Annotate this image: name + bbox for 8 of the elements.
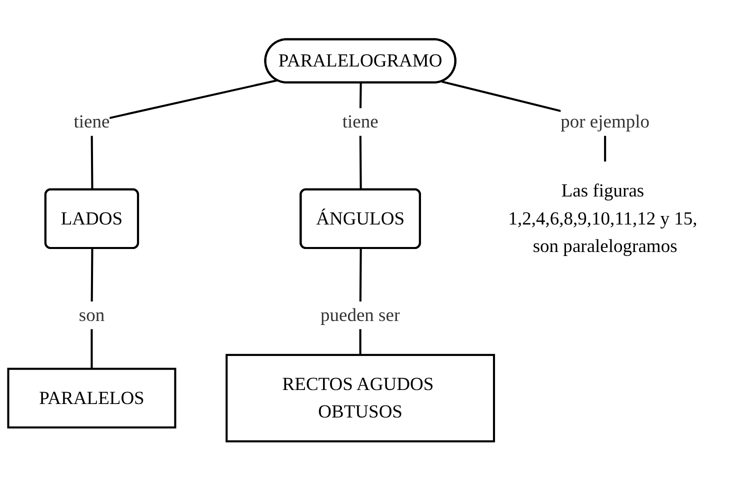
node-text: Las figuras 1,2,4,6,8,9,10,11,12 y 15, son paralelogramos [508,180,698,256]
edge-label: por ejemplo [560,110,650,132]
node-box: PARALELOS [7,368,176,428]
edge-label: son [78,304,105,325]
edge-label: tiene [74,110,110,132]
node-box: RECTOS AGUDOS OBTUSOS [226,354,496,442]
edge-label: pueden ser [320,304,400,325]
edge-label: tiene [342,110,378,132]
